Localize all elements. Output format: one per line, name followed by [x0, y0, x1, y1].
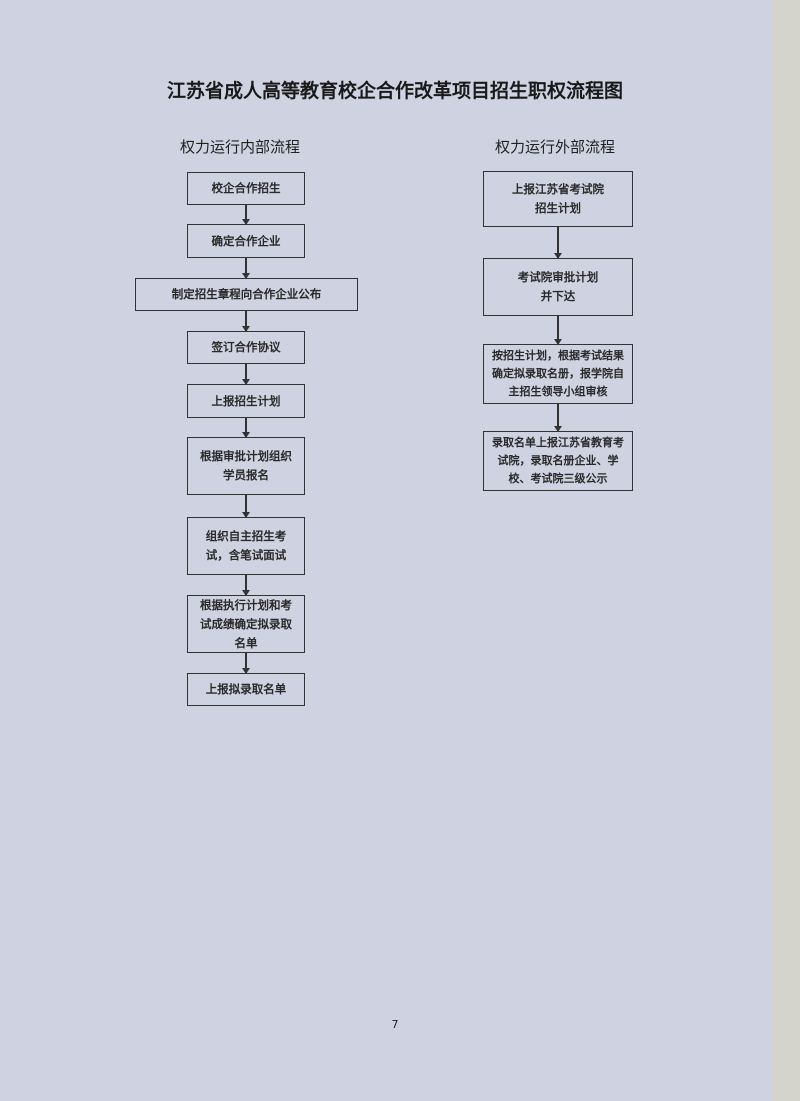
internal-step-4: 签订合作协议 — [187, 331, 305, 364]
arrow — [242, 495, 249, 518]
arrow — [242, 418, 249, 438]
external-step-1: 上报江苏省考试院招生计划 — [483, 171, 633, 227]
scan-edge — [773, 0, 800, 1101]
internal-flow-heading: 权力运行内部流程 — [180, 138, 301, 156]
external-step-3: 按招生计划，根据考试结果确定拟录取名册，报学院自主招生领导小组审核 — [483, 344, 633, 404]
arrow — [242, 653, 249, 674]
arrow — [242, 364, 249, 385]
arrow — [242, 311, 249, 332]
external-flow-heading: 权力运行外部流程 — [495, 138, 616, 156]
arrow — [242, 575, 249, 596]
arrow — [242, 258, 249, 279]
arrow — [554, 404, 561, 432]
page-number: 7 — [391, 1018, 399, 1031]
external-step-2: 考试院审批计划并下达 — [483, 258, 633, 316]
arrow — [554, 227, 561, 259]
internal-step-1: 校企合作招生 — [187, 172, 305, 205]
internal-step-2: 确定合作企业 — [187, 224, 305, 258]
internal-step-8: 根据执行计划和考试成绩确定拟录取名单 — [187, 595, 305, 653]
internal-step-9: 上报拟录取名单 — [187, 673, 305, 706]
internal-step-7: 组织自主招生考试，含笔试面试 — [187, 517, 305, 575]
arrow — [242, 205, 249, 225]
internal-step-3: 制定招生章程向合作企业公布 — [135, 278, 358, 311]
internal-step-5: 上报招生计划 — [187, 384, 305, 418]
arrow — [554, 316, 561, 345]
document-title: 江苏省成人高等教育校企合作改革项目招生职权流程图 — [166, 80, 623, 102]
external-step-4: 录取名单上报江苏省教育考试院，录取名册企业、学校、考试院三级公示 — [483, 431, 633, 491]
internal-step-6: 根据审批计划组织学员报名 — [187, 437, 305, 495]
